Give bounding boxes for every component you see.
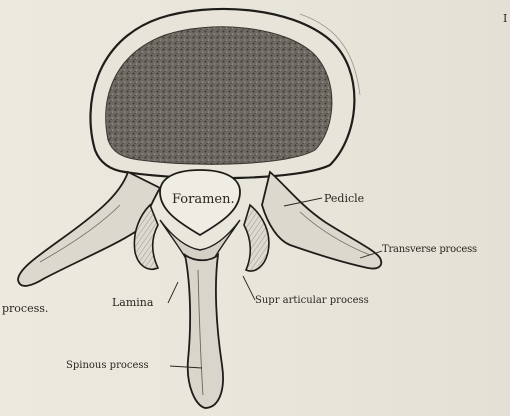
label-spinous-process: Spinous process [66, 361, 149, 371]
spinous-process [185, 255, 223, 408]
vertebral-body [90, 9, 360, 178]
label-transverse-process: Transverse process [382, 245, 477, 255]
label-corner-fragment: I [503, 13, 507, 24]
label-lamina: Lamina [112, 297, 153, 308]
label-process-left: process. [2, 303, 48, 314]
label-foramen: Foramen. [172, 193, 235, 206]
label-pedicle: Pedicle [324, 193, 364, 204]
label-sup-articular-process: Supr articular process [255, 296, 369, 306]
